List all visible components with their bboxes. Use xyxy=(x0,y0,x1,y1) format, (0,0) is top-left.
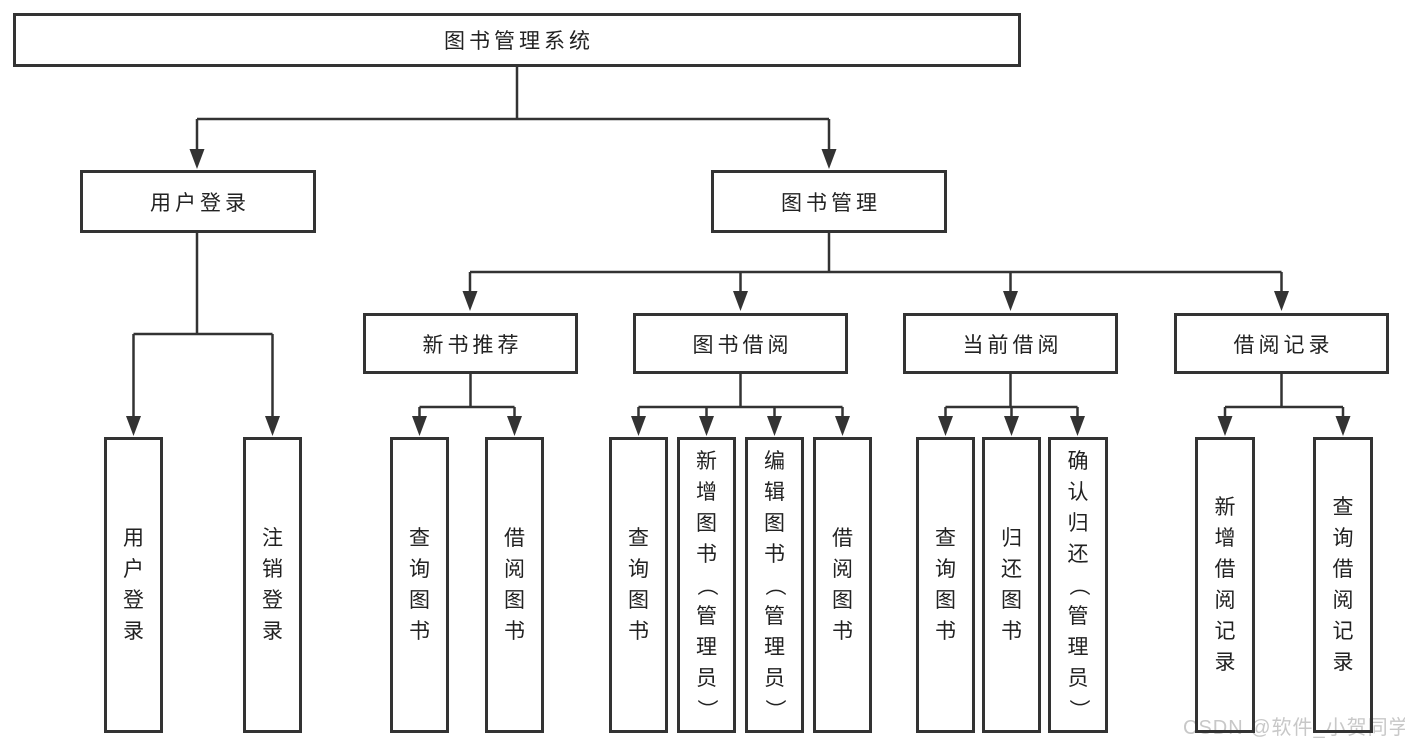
node-root: 图书管理系统 xyxy=(13,13,1021,67)
node-root-label: 图书管理系统 xyxy=(444,30,594,53)
leaf-confirm-return-admin: 确认归还（管理员） xyxy=(1048,437,1108,733)
node-current-borrowing-label: 当前借阅 xyxy=(962,333,1063,357)
node-user-login-group: 用户登录 xyxy=(80,170,316,233)
node-book-borrowing: 图书借阅 xyxy=(633,313,848,374)
leaf-borrow-books-a: 借阅图书 xyxy=(485,437,544,733)
leaf-borrow-books-b: 借阅图书 xyxy=(813,437,872,733)
leaf-query-borrow-record: 查询借阅记录 xyxy=(1313,437,1373,733)
leaf-return-books-label: 归还图书 xyxy=(1001,527,1022,643)
arrowheads xyxy=(126,149,1351,436)
leaf-add-borrow-record: 新增借阅记录 xyxy=(1195,437,1255,733)
node-book-management-group-label: 图书管理 xyxy=(781,191,881,215)
leaf-borrow-books-a-label: 借阅图书 xyxy=(504,527,525,643)
leaf-query-borrow-record-label: 查询借阅记录 xyxy=(1332,496,1354,674)
leaf-edit-books-admin-label: 编辑图书（管理员） xyxy=(763,449,786,720)
leaf-confirm-return-admin-label: 确认归还（管理员） xyxy=(1066,449,1090,720)
leaf-add-books-admin: 新增图书（管理员） xyxy=(677,437,736,733)
leaf-query-books-b-label: 查询图书 xyxy=(628,527,649,643)
leaf-add-books-admin-label: 新增图书（管理员） xyxy=(695,449,718,720)
leaf-query-books-a: 查询图书 xyxy=(390,437,449,733)
leaf-borrow-books-b-label: 借阅图书 xyxy=(832,527,853,643)
leaf-logout-login-label: 注销登录 xyxy=(262,527,283,643)
leaf-query-books-b: 查询图书 xyxy=(609,437,668,733)
node-book-management-group: 图书管理 xyxy=(711,170,947,233)
leaf-return-books: 归还图书 xyxy=(982,437,1041,733)
node-borrowing-records: 借阅记录 xyxy=(1174,313,1389,374)
node-user-login-group-label: 用户登录 xyxy=(150,191,250,215)
leaf-query-books-c-label: 查询图书 xyxy=(935,527,956,643)
leaf-user-login: 用户登录 xyxy=(104,437,163,733)
node-new-book-recommend-label: 新书推荐 xyxy=(422,333,523,357)
leaf-user-login-label: 用户登录 xyxy=(123,527,144,643)
leaf-edit-books-admin: 编辑图书（管理员） xyxy=(745,437,804,733)
node-book-borrowing-label: 图书借阅 xyxy=(692,333,793,357)
node-borrowing-records-label: 借阅记录 xyxy=(1233,333,1334,357)
leaf-query-books-c: 查询图书 xyxy=(916,437,975,733)
csdn-watermark: CSDN @软件_小贺同学 xyxy=(1183,717,1405,739)
leaf-logout-login: 注销登录 xyxy=(243,437,302,733)
leaf-add-borrow-record-label: 新增借阅记录 xyxy=(1214,496,1236,674)
node-current-borrowing: 当前借阅 xyxy=(903,313,1118,374)
leaf-query-books-a-label: 查询图书 xyxy=(409,527,430,643)
node-new-book-recommend: 新书推荐 xyxy=(363,313,578,374)
